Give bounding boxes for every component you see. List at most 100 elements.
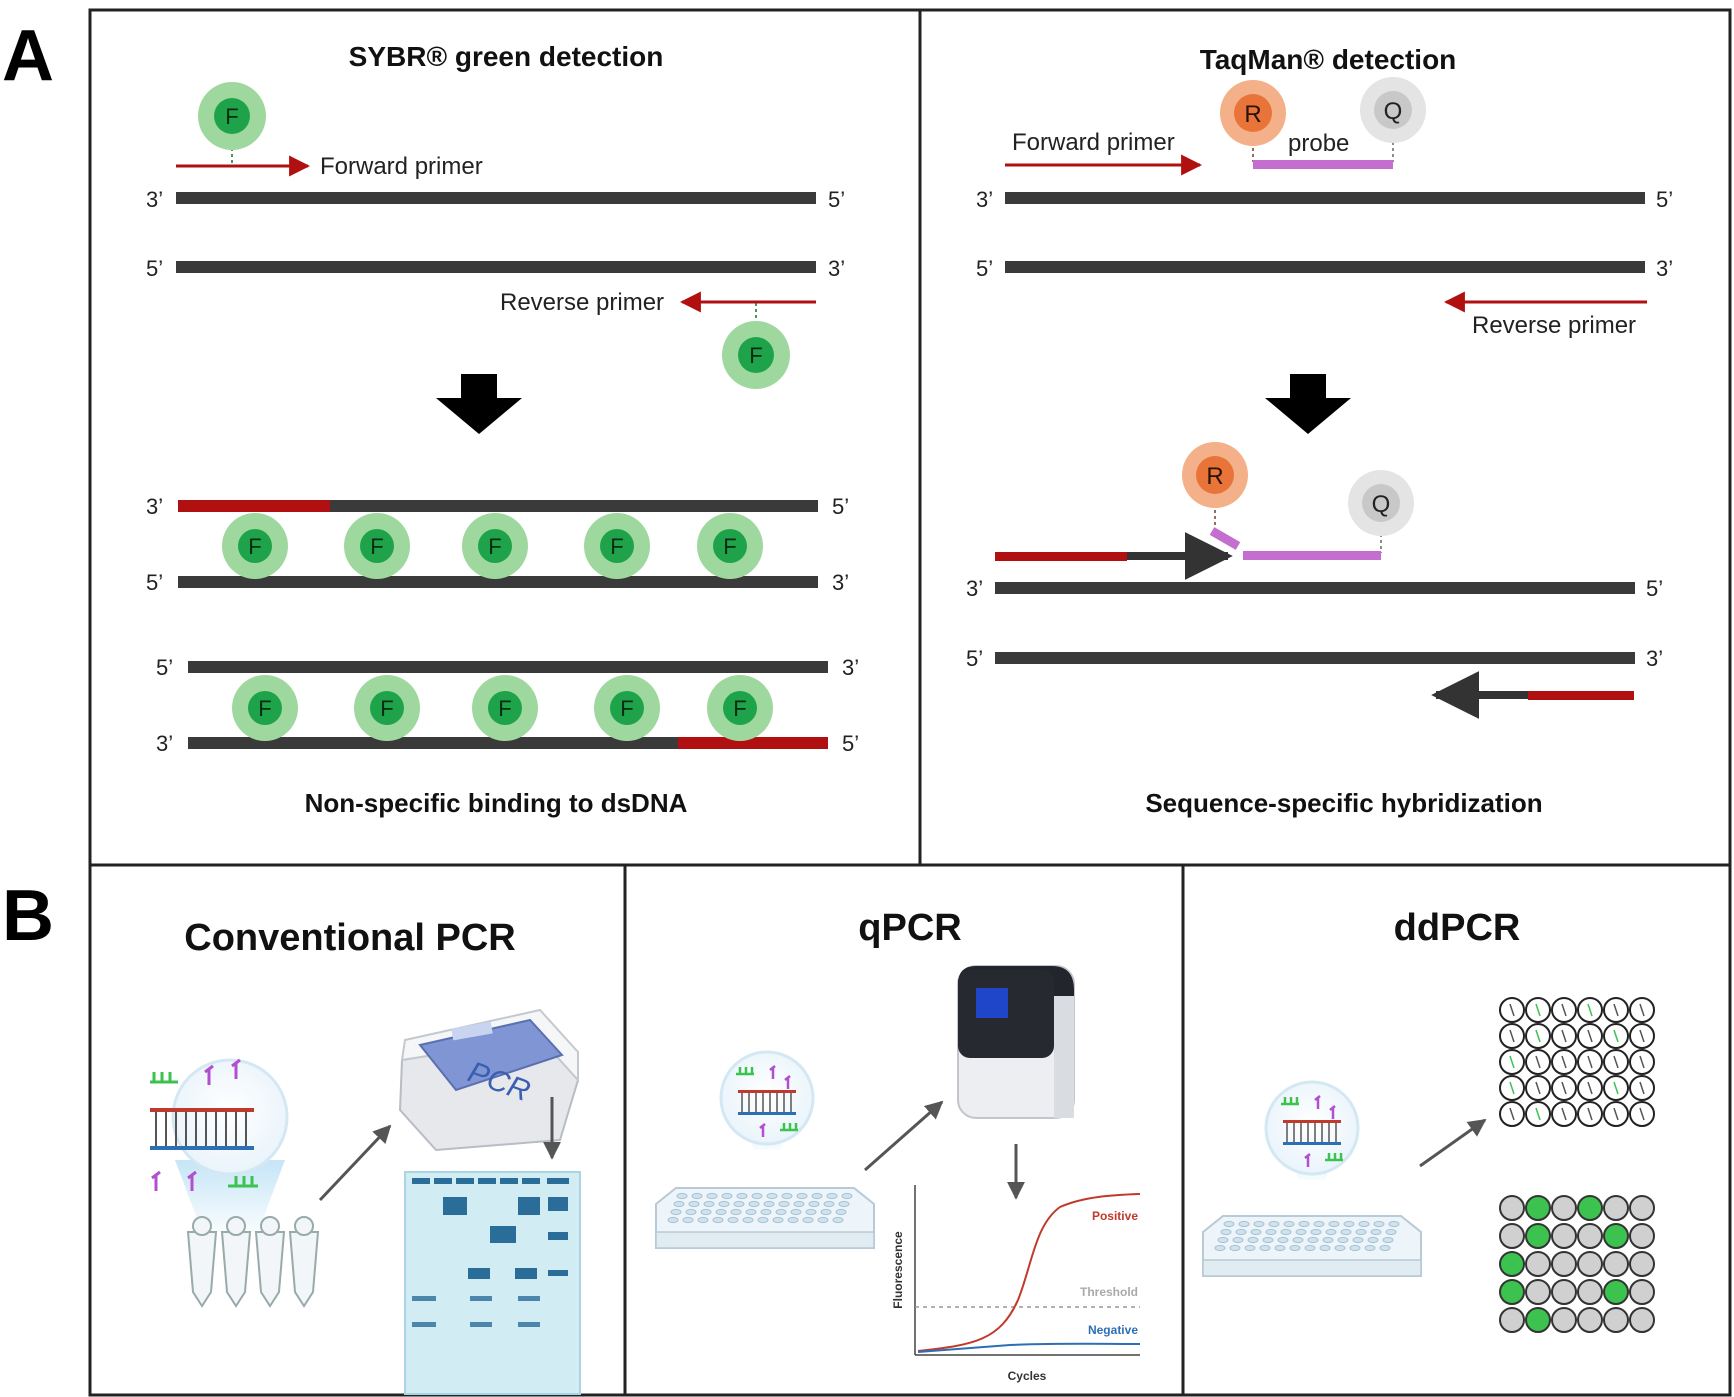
- droplet-negative: [1629, 1307, 1655, 1333]
- droplet-negative: [1577, 1251, 1603, 1277]
- droplet-template: [1561, 1003, 1567, 1017]
- taqman-reverse-primer-label: Reverse primer: [1472, 312, 1636, 339]
- plate-well: [775, 1208, 787, 1216]
- droplet-template: [1535, 1003, 1541, 1017]
- plate-well: [796, 1192, 808, 1200]
- plate-well: [1265, 1228, 1277, 1236]
- qpcr-panel: qPCR: [655, 907, 1141, 1383]
- plate-well: [1292, 1236, 1304, 1244]
- end-label: 5’: [146, 256, 163, 281]
- sybr-product2-primer: [678, 737, 828, 749]
- droplet-template: [1509, 1081, 1515, 1095]
- flow-arrow: [318, 1124, 392, 1202]
- reporter-dye: R: [1220, 80, 1286, 146]
- droplet-positive: [1603, 1223, 1629, 1249]
- plate-well: [727, 1216, 739, 1224]
- droplet-positive: [1525, 1195, 1551, 1221]
- fluor-label: F: [498, 696, 511, 721]
- taqman-probe-label: probe: [1288, 130, 1349, 157]
- quencher-dye: Q: [1360, 77, 1426, 143]
- droplet-positive: [1577, 1195, 1603, 1221]
- magnifier-beam: [175, 1160, 285, 1232]
- plate-well: [805, 1208, 817, 1216]
- positive-curve: [917, 1193, 1141, 1352]
- droplet-negative: [1499, 1223, 1525, 1249]
- end-label: 5’: [966, 646, 983, 671]
- fluor-label: F: [620, 696, 633, 721]
- plate-well: [682, 1216, 694, 1224]
- panel-letter-b: B: [2, 876, 54, 956]
- plate-well: [1298, 1220, 1310, 1228]
- droplet-negative: [1551, 1307, 1577, 1333]
- droplet-template: [1535, 1081, 1541, 1095]
- sybr-fluor-dye: F: [594, 675, 660, 741]
- droplet-template: [1509, 1003, 1515, 1017]
- plate-well: [736, 1192, 748, 1200]
- plate-well: [1214, 1244, 1226, 1252]
- 96-well-plate-icon: [655, 1187, 875, 1249]
- droplet-negative: [1499, 1307, 1525, 1333]
- droplet-negative: [1603, 1195, 1629, 1221]
- end-label: 3’: [832, 570, 849, 595]
- plate-well: [1364, 1244, 1376, 1252]
- plate-well: [763, 1200, 775, 1208]
- sybr-strand-top: [176, 192, 816, 204]
- plate-well: [1289, 1244, 1301, 1252]
- taqman-strand-bottom: [1005, 261, 1645, 273]
- droplet-negative: [1629, 1223, 1655, 1249]
- fluor-label: F: [380, 696, 393, 721]
- droplet-template: [1639, 1055, 1645, 1069]
- plate-well: [1328, 1220, 1340, 1228]
- plate-well: [697, 1216, 709, 1224]
- conventional-pcr-panel: Conventional PCR: [150, 917, 581, 1395]
- pcr-tubes-icon: [186, 1216, 320, 1308]
- plate-well: [1322, 1236, 1334, 1244]
- droplet-negative: [1603, 1251, 1629, 1277]
- plate-well: [703, 1200, 715, 1208]
- end-label: 3’: [966, 576, 983, 601]
- quencher-dye-probe: Q: [1348, 470, 1414, 536]
- fluor-label: F: [248, 534, 261, 559]
- sybr-panel: SYBR® green detection F Forward primer 3…: [146, 41, 859, 818]
- plate-well: [721, 1192, 733, 1200]
- taqman-caption: Sequence-specific hybridization: [1145, 788, 1542, 818]
- dna-ladder-icon: [1281, 1095, 1343, 1167]
- plate-well: [1382, 1236, 1394, 1244]
- droplet-negative: [1629, 1279, 1655, 1305]
- svg-text:Q: Q: [1372, 491, 1391, 518]
- dna-ladder-icon: [736, 1065, 798, 1137]
- plate-well: [790, 1208, 802, 1216]
- plate-well: [745, 1208, 757, 1216]
- droplet-template: [1639, 1003, 1645, 1017]
- droplet-grid-raw: [1499, 997, 1655, 1127]
- taqman-panel: TaqMan® detection Forward primer probe R…: [966, 44, 1673, 818]
- droplet-template: [1613, 1003, 1619, 1017]
- droplet-template: [1535, 1107, 1541, 1121]
- plate-well: [1250, 1228, 1262, 1236]
- amplification-plot: Positive Threshold Negative Cycles Fluor…: [891, 1185, 1141, 1383]
- fluor-label: F: [488, 534, 501, 559]
- end-label: 3’: [1646, 646, 1663, 671]
- sybr-title: SYBR® green detection: [349, 41, 664, 72]
- plate-well: [1217, 1236, 1229, 1244]
- droplet-template: [1639, 1107, 1645, 1121]
- plate-well: [676, 1192, 688, 1200]
- droplet-negative: [1551, 1279, 1577, 1305]
- droplet-negative: [1629, 1251, 1655, 1277]
- plate-well: [757, 1216, 769, 1224]
- plate-well: [1379, 1244, 1391, 1252]
- droplet-template: [1587, 1055, 1593, 1069]
- sybr-fluor-dye: F: [462, 513, 528, 579]
- plate-well: [748, 1200, 760, 1208]
- positive-label: Positive: [1092, 1209, 1138, 1223]
- sybr-fluor-dye: F: [707, 675, 773, 741]
- plate-well: [1313, 1220, 1325, 1228]
- plate-well: [1352, 1236, 1364, 1244]
- negative-curve: [917, 1342, 1141, 1353]
- plate-well: [751, 1192, 763, 1200]
- fluor-label: F: [610, 534, 623, 559]
- sybr-product1-primer: [178, 500, 330, 512]
- droplet-negative: [1551, 1223, 1577, 1249]
- plate-well: [1229, 1244, 1241, 1252]
- end-label: 3’: [156, 731, 173, 756]
